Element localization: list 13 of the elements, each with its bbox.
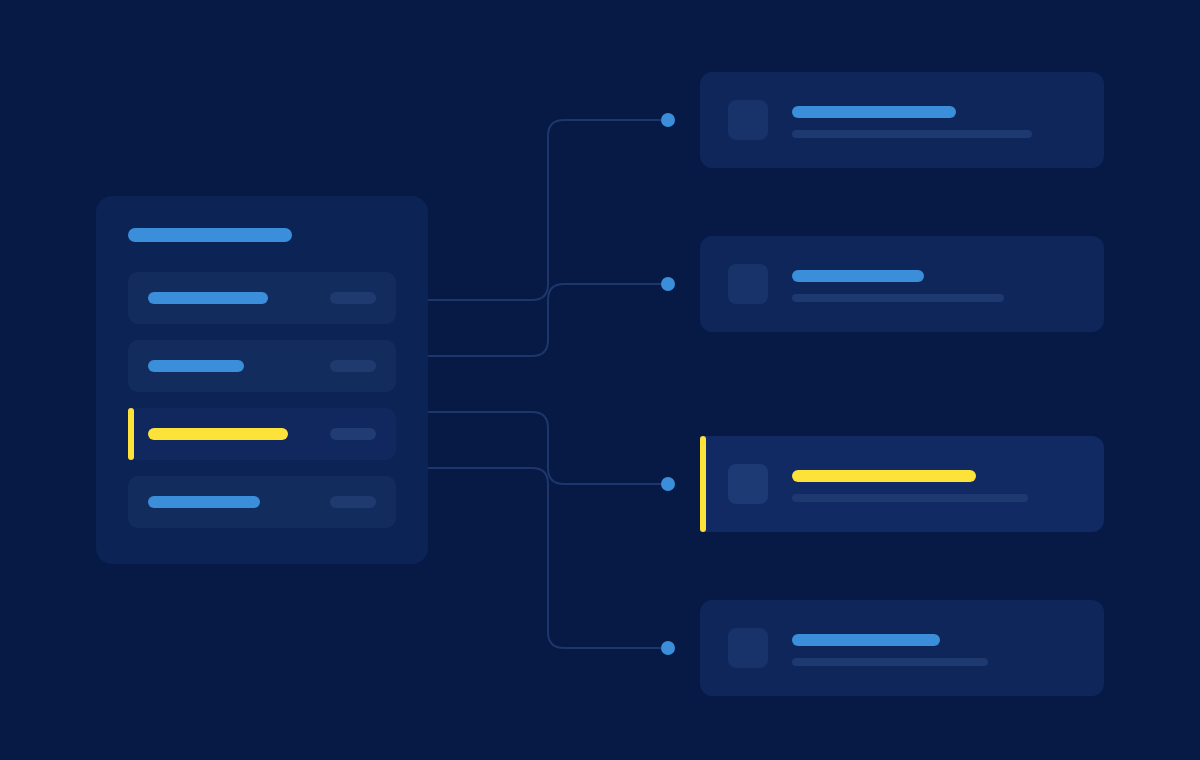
detail-card bbox=[700, 72, 1104, 168]
connector-line bbox=[427, 119, 662, 301]
list-row bbox=[128, 408, 396, 460]
connector-line bbox=[427, 467, 662, 649]
connector-line bbox=[427, 411, 662, 485]
detail-card bbox=[700, 600, 1104, 696]
connector-line bbox=[427, 283, 662, 357]
list-row bbox=[128, 476, 396, 528]
detail-card bbox=[700, 436, 1104, 532]
list-panel bbox=[96, 196, 428, 564]
detail-card bbox=[700, 236, 1104, 332]
list-row bbox=[128, 340, 396, 392]
list-row bbox=[128, 272, 396, 324]
